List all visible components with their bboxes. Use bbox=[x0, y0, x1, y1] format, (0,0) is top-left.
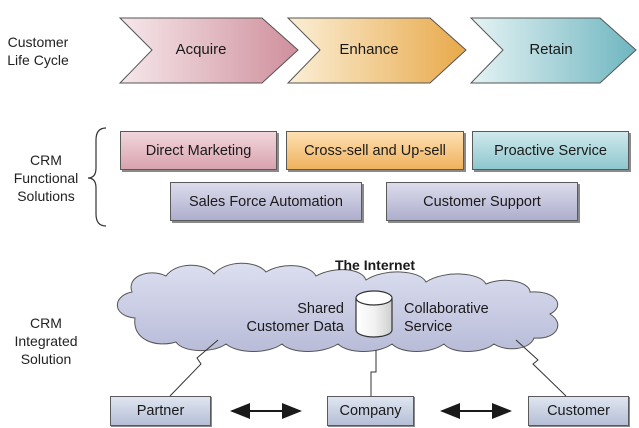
customer-connector bbox=[515, 339, 567, 397]
integrated-label: CRM Integrated Solution bbox=[8, 314, 84, 368]
cross-sell-box: Cross-sell and Up-sell bbox=[286, 131, 464, 170]
collab-line1: Collaborative bbox=[404, 301, 489, 317]
integrated-label-line3: Solution bbox=[20, 351, 72, 367]
shared-line2: Customer Data bbox=[246, 319, 344, 335]
customer-box: Customer bbox=[528, 396, 629, 426]
shared-line1: Shared bbox=[297, 301, 344, 317]
lifecycle-label-line1: Customer bbox=[7, 34, 69, 50]
acquire-chevron bbox=[118, 17, 299, 84]
partner-connector bbox=[169, 339, 219, 397]
lifecycle-label: Customer Life Cycle bbox=[0, 33, 76, 69]
enhance-chevron bbox=[286, 17, 467, 84]
functional-label-line2: Functional bbox=[13, 170, 79, 186]
stage-acquire: Acquire bbox=[175, 41, 227, 58]
functional-label-line3: Solutions bbox=[17, 188, 75, 204]
integrated-label-line2: Integrated bbox=[14, 333, 78, 349]
customer-support-box: Customer Support bbox=[386, 182, 578, 221]
internet-title: The Internet bbox=[334, 257, 416, 273]
collab-line2: Service bbox=[404, 319, 453, 335]
functional-brace bbox=[87, 127, 107, 227]
collaborative-service-label: Collaborative Service bbox=[404, 300, 534, 336]
retain-chevron bbox=[469, 17, 637, 84]
sales-force-automation-box: Sales Force Automation bbox=[170, 182, 362, 221]
integrated-label-line1: CRM bbox=[30, 315, 62, 331]
lifecycle-label-line2: Life Cycle bbox=[7, 52, 69, 68]
direct-marketing-box: Direct Marketing bbox=[120, 131, 277, 170]
shared-customer-data-label: Shared Customer Data bbox=[206, 300, 344, 336]
proactive-service-box: Proactive Service bbox=[472, 131, 629, 170]
stage-enhance: Enhance bbox=[339, 41, 399, 58]
database-icon bbox=[355, 290, 393, 338]
functional-label: CRM Functional Solutions bbox=[8, 151, 84, 205]
internet-cloud bbox=[116, 262, 559, 352]
stage-retain: Retain bbox=[529, 41, 573, 58]
partner-box: Partner bbox=[110, 396, 211, 426]
functional-label-line1: CRM bbox=[30, 152, 62, 168]
company-box: Company bbox=[327, 396, 414, 426]
company-connector bbox=[370, 350, 377, 396]
